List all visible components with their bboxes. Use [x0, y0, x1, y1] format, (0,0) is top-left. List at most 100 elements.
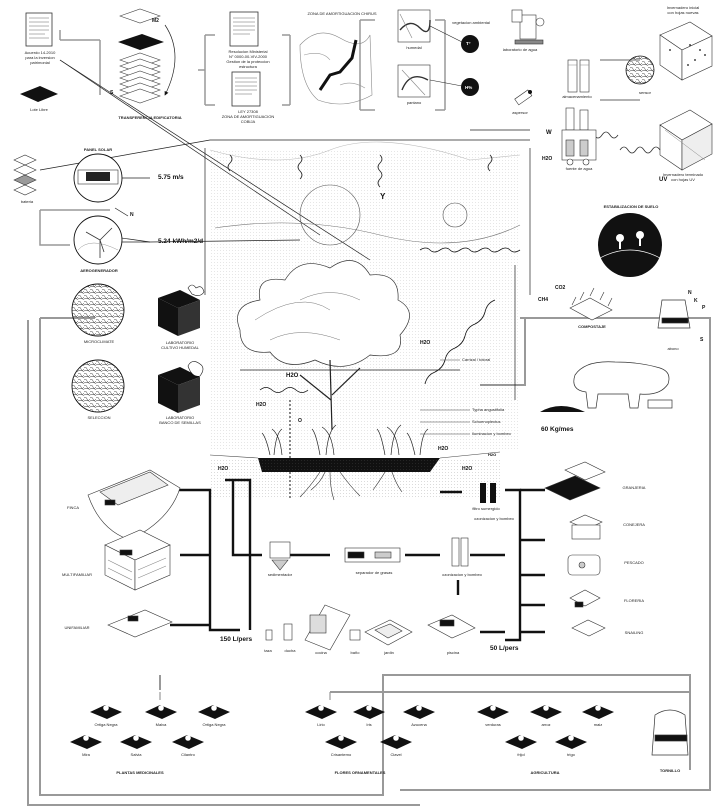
plant-tiles	[70, 705, 614, 749]
w-label: W	[546, 130, 552, 136]
decree-document	[26, 13, 52, 46]
resolution-document	[230, 12, 258, 46]
agri-2: arroz	[528, 722, 564, 727]
compass-n	[115, 208, 128, 216]
water-source-plant	[562, 108, 596, 165]
ornamental-title: FLORES ORNAMENTALES	[320, 770, 400, 775]
farm-label-4: FLORERIA	[612, 598, 656, 603]
soil-title: ESTABILIZACION DE SUELO	[596, 204, 666, 209]
h2o-top-label: H2O	[542, 156, 552, 162]
orn-5: Clavel	[378, 752, 414, 757]
solar-label: PANEL SOLAR	[78, 147, 118, 152]
farm-label-2: CONEJERA	[612, 522, 656, 527]
sprayer	[515, 90, 532, 105]
unifamily-label: UNIFAMILIAR	[54, 625, 100, 630]
orn-2: Iris	[351, 722, 387, 727]
medicinal-title: PLANTAS MEDICINALES	[100, 770, 180, 775]
shower-label: ducha	[279, 648, 301, 653]
flow-right-value: 50 L/pers	[490, 645, 519, 652]
ground-mound	[540, 406, 585, 412]
greenhouse-box-top	[660, 22, 712, 80]
y-label: Y	[380, 192, 385, 201]
multifamily-building	[105, 530, 170, 590]
orn-3: Azucena	[401, 722, 437, 727]
sensor-label: sensor	[628, 90, 662, 95]
north-label: N	[130, 212, 134, 218]
pool-label: piscina	[440, 650, 466, 655]
chicken-coop	[545, 462, 605, 500]
h2o-center-e: H2O	[462, 466, 472, 472]
law-document	[232, 72, 260, 106]
grease-label: separador de grasas	[346, 570, 402, 575]
toilet-label: taza	[258, 648, 278, 653]
medic-4: Mira	[68, 752, 104, 757]
h2o-center-f: H2O	[438, 446, 448, 452]
orn-1: Lirio	[303, 722, 339, 727]
typha-label: Typha angustifolia	[472, 407, 532, 412]
compost-label: COMPOSTAJE	[570, 324, 614, 329]
water-lab-label: laboratorio de agua	[495, 47, 545, 52]
rabbit-hutch	[570, 515, 602, 539]
lab-cube-2	[158, 361, 203, 413]
agri-5: trigo	[553, 752, 589, 757]
lab-cube-1	[158, 285, 204, 336]
m2-label: M2	[152, 18, 159, 24]
microclimate-label: MICROCLIMATE	[74, 339, 124, 344]
h2o-center-d: H2O	[420, 340, 430, 346]
k-label: K	[694, 298, 698, 304]
schoeno-label: Schoenoplectus	[472, 419, 532, 424]
lot-label: Lote Libre	[22, 107, 56, 112]
greenhouse-box-bottom	[660, 110, 712, 170]
flow-left-value: 150 L/pers	[220, 636, 252, 643]
wind-turbine-circle	[74, 216, 122, 264]
tornillo-bag	[652, 710, 688, 755]
lot-plan	[20, 86, 58, 102]
sedimentation-label: sedimentador	[258, 572, 302, 577]
selection-label: SELECCION	[74, 415, 124, 420]
h2o-center-a: H2O	[286, 373, 298, 379]
humidity-value: H%	[465, 85, 472, 90]
water-source-label: fuente de agua	[556, 166, 602, 171]
fixtures-row	[266, 605, 475, 650]
water-lab-equipment	[512, 10, 544, 44]
finca-building	[88, 470, 180, 540]
h2o-center-g: H2O	[488, 452, 496, 457]
orn-4: Crisantemo	[323, 752, 359, 757]
pond-thumb	[398, 65, 430, 97]
agri-4: frijol	[503, 752, 539, 757]
grease-separator	[345, 548, 400, 562]
uv-label: UV	[659, 177, 667, 183]
h2o-center-c: H2O	[218, 466, 228, 472]
fish-tank	[568, 555, 600, 575]
law-label: LEY 27308 ZONA DE AMORTIGUACION COBIJA	[220, 109, 276, 124]
kitchen-label: cocina	[308, 650, 334, 655]
uv-wave	[620, 147, 660, 153]
ilu-label: Iluminacion y bombeo	[472, 431, 532, 436]
lab-2-label: LABORATORIO BANCO DE SEMILLAS	[148, 415, 212, 425]
unifamily-building	[108, 610, 172, 637]
agri-1: verduras	[475, 722, 511, 727]
agri-3: maiz	[580, 722, 616, 727]
wind-speed-value: 5.75 m/s	[158, 174, 184, 181]
fertilizer-bag	[658, 300, 690, 328]
building-stack	[118, 9, 175, 103]
manure-rate: 60 Kg/mes	[541, 426, 574, 433]
wind-generator-label: AEROGENERADOR	[74, 268, 124, 273]
leaf-texture-circle	[626, 56, 654, 84]
n-label: N	[688, 290, 692, 296]
carrizal-label: Carrizal / totoral	[462, 357, 522, 362]
pond-label: pantano	[398, 100, 430, 105]
sedimentation-tank	[270, 542, 290, 570]
snail-pen	[572, 620, 605, 636]
storage-label: almacenamiento	[555, 94, 599, 99]
zone-map	[300, 33, 372, 104]
h2o-center-b: H2O	[256, 402, 266, 408]
oxygen-label: O	[298, 418, 302, 424]
greenhouse-top-label: Invernadero inicial con hojas nuevas	[648, 5, 718, 15]
medic-2: Malva	[143, 722, 179, 727]
medic-6: Cilantro	[170, 752, 206, 757]
battery-label: bateria	[12, 199, 42, 204]
temperature-value: T°	[466, 41, 471, 46]
garden-label: jardin	[376, 650, 402, 655]
lab-1-label: LABORATORIO CULTIVO HUMEDAL	[150, 340, 210, 350]
